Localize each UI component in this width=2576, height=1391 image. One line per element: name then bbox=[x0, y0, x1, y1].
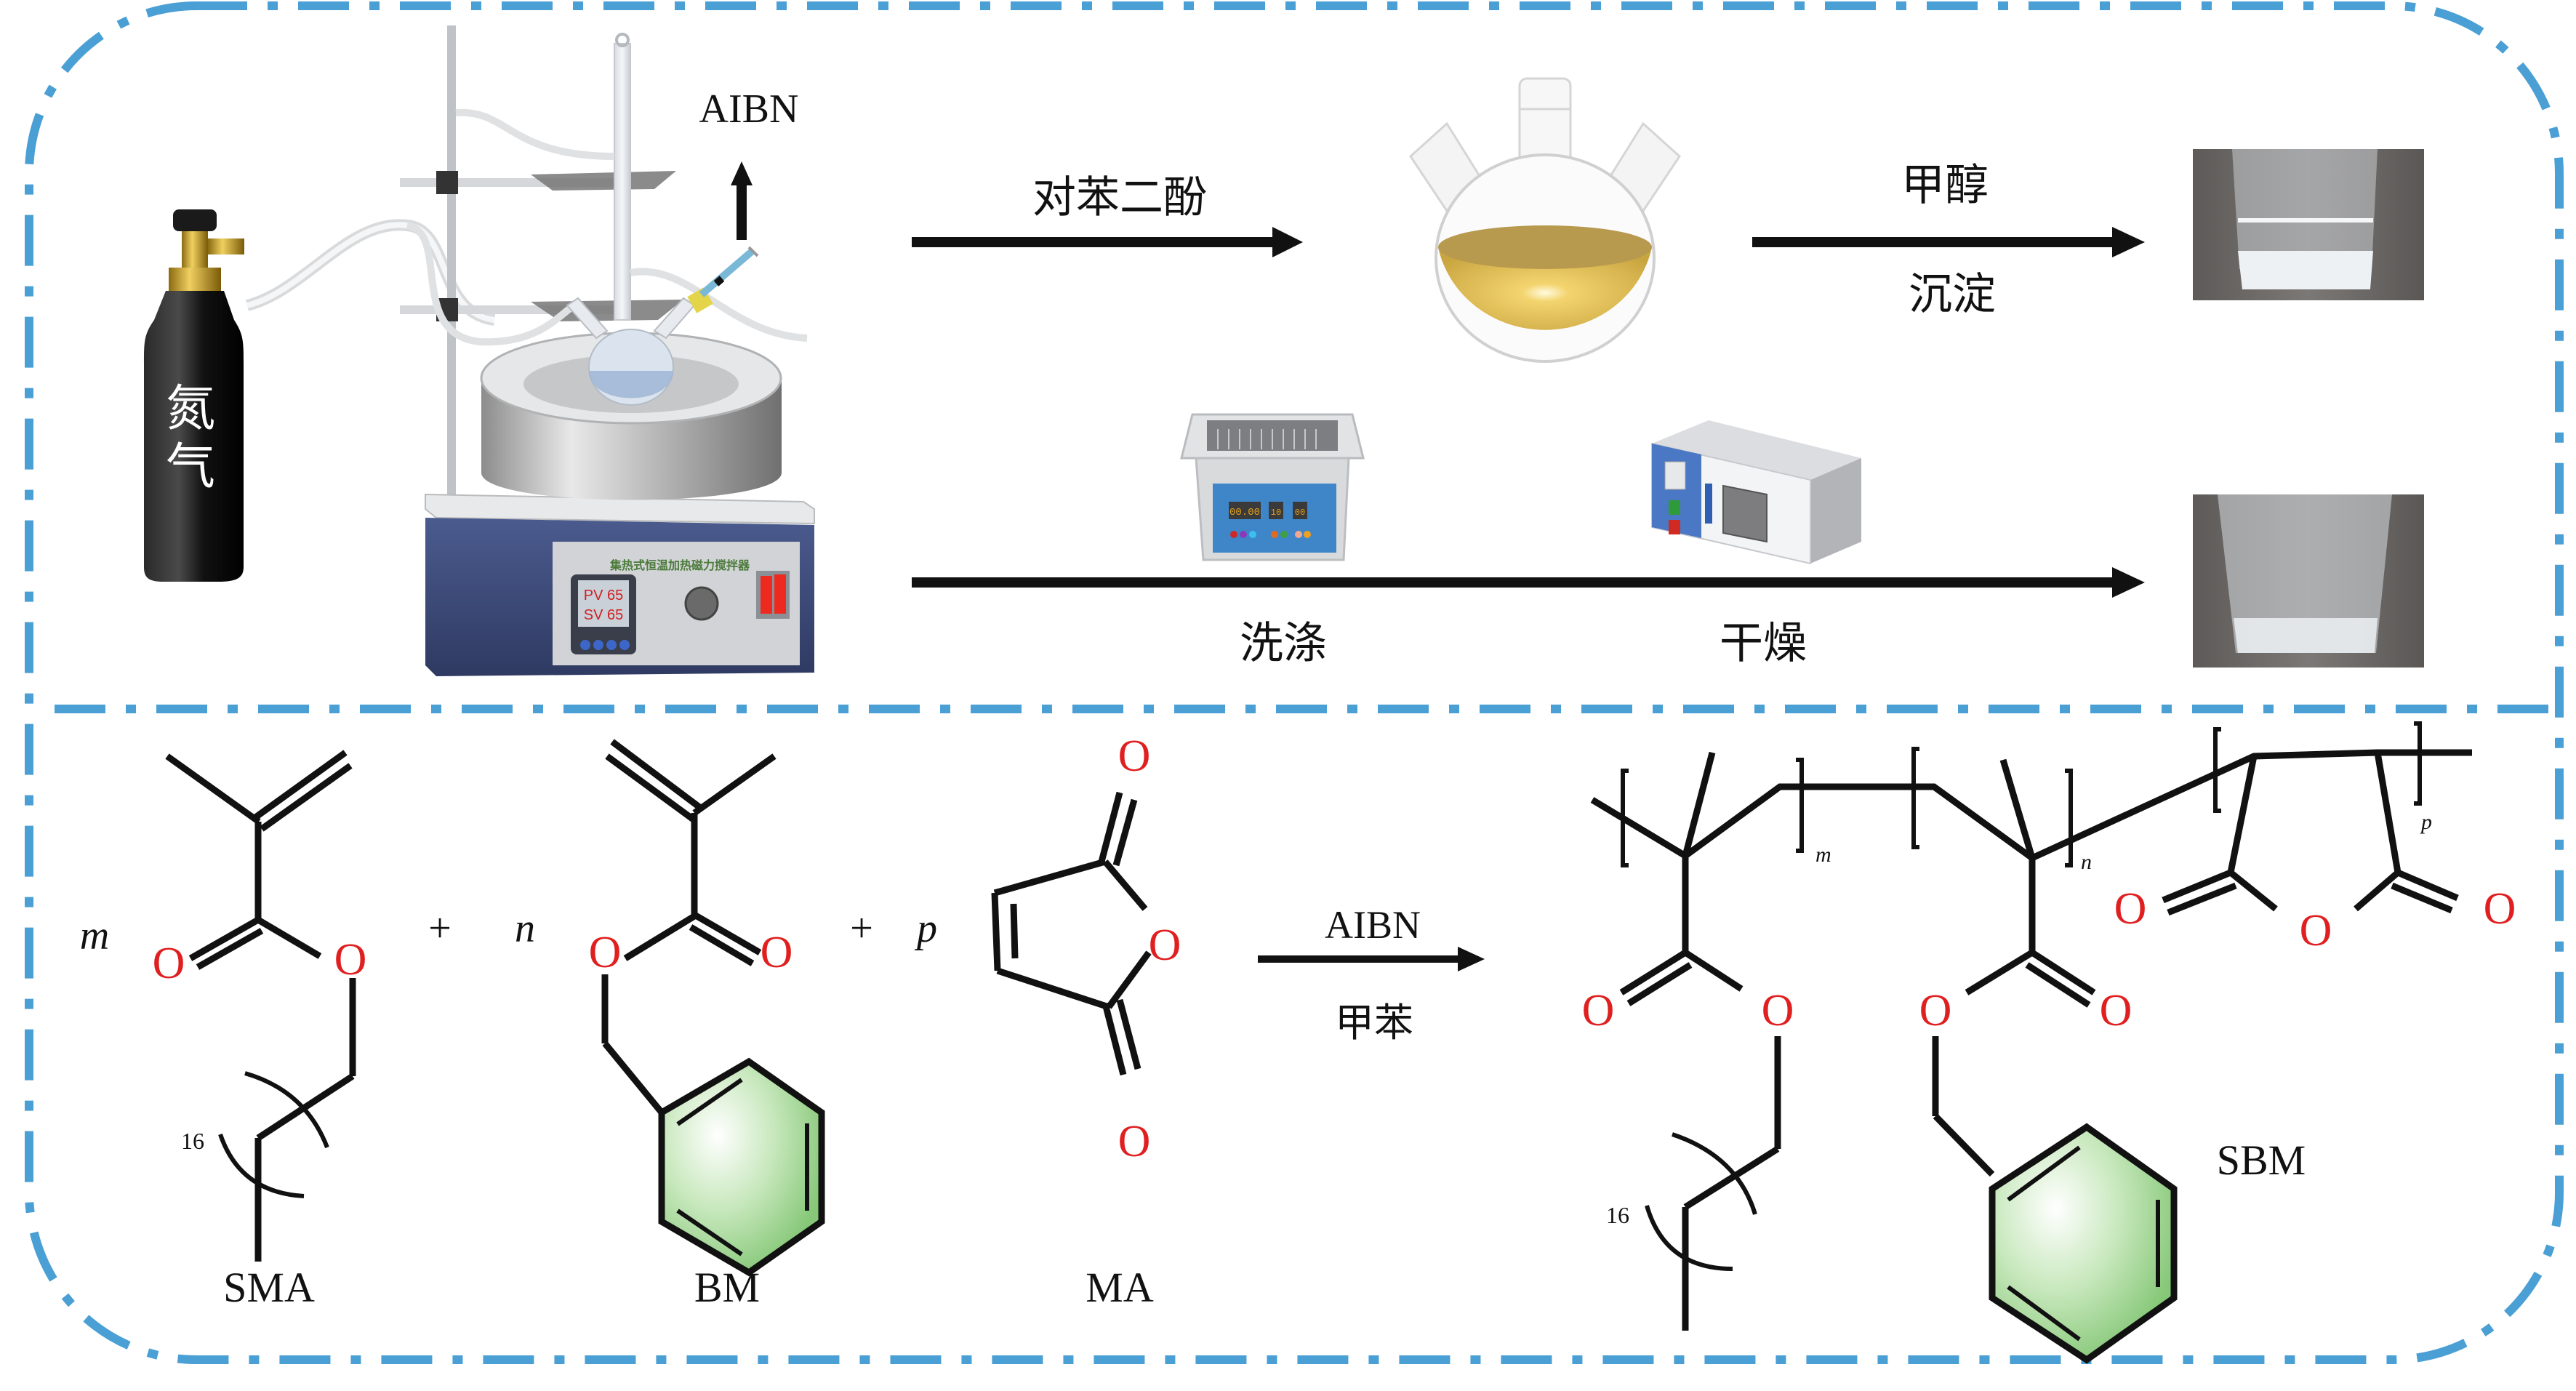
heater-title: 集热式恒温加热磁力搅拌器 bbox=[609, 558, 750, 572]
sbm-o-anh-ring: O bbox=[2300, 906, 2332, 955]
heater-knob bbox=[684, 586, 719, 621]
bm-label: BM bbox=[694, 1264, 760, 1311]
top-panel: 氮 气 集热式恒温加热磁力搅拌器 bbox=[144, 25, 2424, 676]
sma-o-ester: O bbox=[334, 935, 367, 985]
step2-label-top: 甲醇 bbox=[1901, 160, 1989, 211]
step3-label-wash: 洗涤 bbox=[1240, 618, 1327, 669]
syringe bbox=[699, 246, 759, 297]
bm-structure: O O BM bbox=[589, 739, 825, 1311]
bath-display-b: 00 bbox=[1295, 508, 1305, 518]
plus-2: + bbox=[850, 906, 873, 951]
bath-display-a: 10 bbox=[1271, 508, 1281, 518]
step3-label-dry: 干燥 bbox=[1720, 618, 1807, 669]
sbm-label: SBM bbox=[2217, 1137, 2306, 1184]
sbm-sub-m: m bbox=[1815, 843, 1831, 867]
sbm-benzene-ring bbox=[1989, 1123, 2178, 1364]
sma-structure: 16 O O SMA bbox=[153, 750, 367, 1311]
reaction-apparatus: 集热式恒温加热磁力搅拌器 PV 65 SV 65 bbox=[400, 25, 815, 676]
bm-o-carbonyl: O bbox=[761, 928, 793, 977]
step1-label: 对苯二酚 bbox=[1032, 172, 1207, 223]
up-arrow-icon bbox=[731, 161, 753, 240]
sbm-structure: m n p O O O O O bbox=[1582, 721, 2516, 1364]
step2-arrow: 甲醇 沉淀 bbox=[1752, 160, 2145, 320]
coeff-m: m bbox=[80, 913, 109, 958]
sbm-sub-n: n bbox=[2081, 850, 2092, 874]
step1-arrow: 对苯二酚 bbox=[912, 172, 1303, 257]
coeff-n: n bbox=[515, 906, 535, 951]
ma-label: MA bbox=[1086, 1264, 1154, 1311]
three-neck-flask bbox=[1409, 77, 1681, 363]
bm-benzene-ring bbox=[658, 1057, 825, 1277]
condition-aibn: AIBN bbox=[1325, 903, 1421, 947]
step3-arrow: 洗涤 干燥 bbox=[912, 567, 2145, 669]
bottom-panel: m 16 O O SMA + n bbox=[80, 721, 2516, 1364]
dashed-border bbox=[25, 1, 2564, 1364]
ma-o-bottom: O bbox=[1118, 1117, 1151, 1166]
sma-label: SMA bbox=[223, 1264, 315, 1311]
nitrogen-cylinder: 氮 气 bbox=[144, 209, 496, 582]
ma-o-ring: O bbox=[1149, 921, 1181, 970]
cylinder-label-2: 气 bbox=[166, 438, 215, 496]
aibn-label-top: AIBN bbox=[699, 87, 799, 132]
plus-1: + bbox=[428, 906, 452, 951]
condition-toluene: 甲苯 bbox=[1335, 1000, 1413, 1046]
photo-precipitate bbox=[2193, 149, 2424, 300]
sma-repeat-16: 16 bbox=[181, 1128, 204, 1154]
step2-label-bottom: 沉淀 bbox=[1909, 269, 1996, 320]
sbm-o-sma-ester: O bbox=[1762, 986, 1794, 1035]
ultrasonic-bath: 00.00 10 00 bbox=[1180, 413, 1365, 561]
sbm-o-bm-ester: O bbox=[1919, 986, 1952, 1035]
bm-o-ester: O bbox=[589, 928, 622, 977]
sbm-o-anh-right: O bbox=[2484, 884, 2516, 934]
sma-o-carbonyl: O bbox=[153, 939, 185, 988]
sbm-o-bm-carbonyl: O bbox=[2100, 986, 2132, 1035]
sbm-o-sma-carbonyl: O bbox=[1582, 986, 1615, 1035]
ma-structure: O O O MA bbox=[991, 731, 1181, 1311]
bath-display-main: 00.00 bbox=[1229, 507, 1260, 518]
reaction-arrow: AIBN 甲苯 bbox=[1258, 903, 1485, 1046]
heater-display-sv: SV 65 bbox=[584, 607, 623, 623]
cylinder-label-1: 氮 bbox=[166, 380, 215, 438]
heater-display-pv: PV 65 bbox=[584, 588, 623, 604]
ma-o-top: O bbox=[1118, 731, 1151, 781]
drying-oven bbox=[1651, 420, 1861, 565]
sbm-repeat-16: 16 bbox=[1606, 1202, 1629, 1228]
coeff-p: p bbox=[914, 906, 937, 951]
sbm-sub-p: p bbox=[2420, 810, 2432, 834]
photo-dried-product bbox=[2193, 494, 2424, 668]
sbm-o-anh-left: O bbox=[2114, 884, 2147, 934]
